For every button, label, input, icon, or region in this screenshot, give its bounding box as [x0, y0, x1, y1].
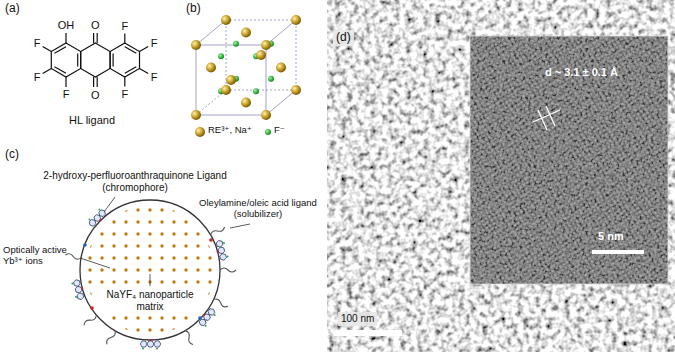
legend-sphere — [195, 127, 205, 137]
callout-label: NaYF₄ nanoparticle matrix — [97, 288, 203, 313]
scale-label: 5 nm — [598, 230, 624, 243]
legend-text: RE³⁺, Na⁺ — [208, 125, 252, 136]
unit-cell — [191, 15, 301, 137]
atom-label: F — [151, 37, 158, 50]
atom-label: OH — [58, 19, 75, 32]
atom-label: F — [63, 88, 70, 101]
panel-letter: (d) — [333, 30, 354, 46]
atom-label: O — [91, 19, 100, 32]
legend-text: F⁻ — [274, 125, 285, 136]
atom-label: F — [34, 71, 41, 84]
panel-letter: (a) — [5, 2, 20, 16]
callout-label: Optically active Yb³⁺ ions — [3, 245, 81, 267]
legend-sphere — [265, 129, 271, 135]
atom-label: F — [121, 88, 128, 101]
tem-image — [327, 0, 675, 352]
callout-label: Oleylamine/oleic acid ligand (solubilize… — [194, 198, 322, 220]
atom-label: F — [34, 37, 41, 50]
atom-label: O — [91, 89, 100, 102]
callout-label: 2-hydroxy-perfluoroanthraquinone Ligand … — [40, 170, 230, 193]
structure-name: HL ligand — [69, 114, 115, 127]
atom-label: F — [121, 20, 128, 33]
spacing-label: d ~ 3.1 ± 0.1 Å — [545, 66, 618, 79]
panel-letter: (b) — [186, 2, 201, 16]
nanoparticle — [65, 197, 250, 350]
atom-label: F — [151, 71, 158, 84]
ligand-structure — [43, 33, 149, 87]
panel-letter: (c) — [5, 148, 19, 162]
scale-label: 100 nm — [338, 312, 377, 326]
